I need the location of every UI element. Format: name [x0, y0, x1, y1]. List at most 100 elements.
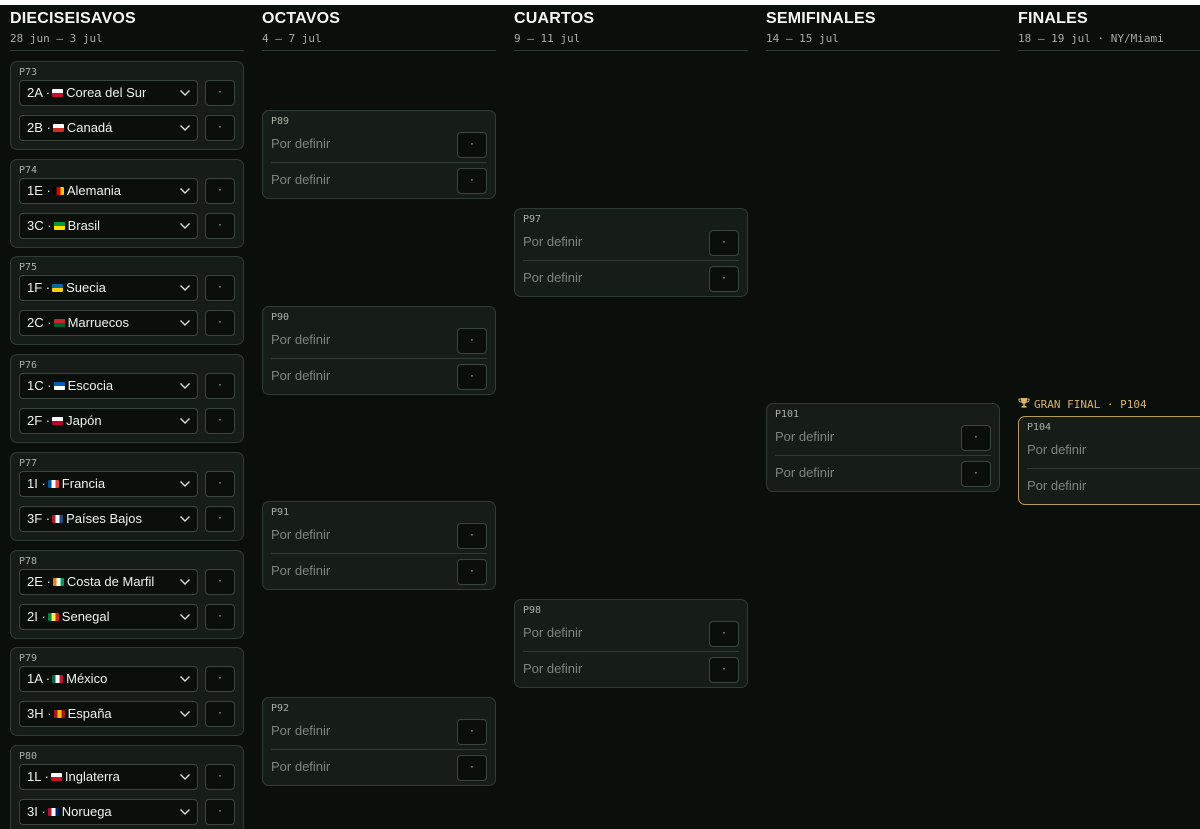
chevron-down-icon	[180, 285, 190, 292]
score-input[interactable]: ·	[205, 115, 235, 141]
score-input[interactable]: ·	[205, 408, 235, 435]
chevron-down-icon	[180, 222, 190, 229]
team-select[interactable]: 2B ·Canadá	[19, 115, 198, 141]
score-input[interactable]: ·	[457, 168, 487, 194]
score-input[interactable]: ·	[205, 568, 235, 595]
team-select[interactable]: 1I ·Francia	[19, 470, 198, 497]
match-id: P73	[19, 67, 38, 78]
score-input[interactable]: ·	[457, 363, 487, 390]
team-slot: Por definir ·	[271, 751, 487, 786]
team-slot: 3H ·España ·	[19, 701, 235, 728]
score-input[interactable]: ·	[709, 657, 739, 683]
match-card: P79 1A · México · 3H ·España ·	[10, 647, 244, 737]
team-slot: Por definir·	[523, 226, 739, 261]
team-select[interactable]: 2E ·Costa de Marfil	[19, 568, 198, 595]
chevron-down-icon	[180, 676, 190, 683]
team-placeholder: Por definir	[271, 758, 331, 774]
team-seed: 3F ·	[27, 510, 51, 526]
team-name: Canadá	[66, 120, 113, 135]
team-select[interactable]: 1C ·Escocia	[19, 373, 198, 400]
team-seed: 2F ·	[27, 413, 51, 429]
team-placeholder: Por definir	[271, 172, 331, 187]
team-placeholder: Por definir	[271, 367, 331, 383]
score-input[interactable]: ·	[205, 177, 235, 204]
chevron-down-icon	[180, 578, 190, 585]
score-input[interactable]: ·	[205, 80, 235, 106]
score-input[interactable]: ·	[205, 470, 235, 497]
team-select[interactable]: 3C ·Brasil	[19, 212, 198, 239]
score-input[interactable]: ·	[205, 373, 235, 400]
score-input[interactable]: ·	[205, 666, 235, 693]
team-slot: 2A · Corea del Sur ·	[19, 80, 235, 106]
team-seed: 3C ·	[27, 217, 52, 233]
match-id: P91	[271, 507, 290, 518]
match-id: P104	[1027, 422, 1052, 433]
team-select[interactable]: 3H ·España	[19, 701, 198, 728]
team-select[interactable]: 1F ·Suecia	[19, 275, 198, 302]
match-id: P92	[271, 702, 290, 714]
team-select[interactable]: 2A · Corea del Sur	[19, 80, 198, 106]
team-select[interactable]: 2C ·Marruecos	[19, 310, 198, 337]
score-input[interactable]: ·	[709, 621, 739, 647]
flag-icon	[52, 417, 64, 426]
team-select[interactable]: 1E ·Alemania	[19, 177, 198, 204]
score-input[interactable]: ·	[205, 603, 235, 630]
chevron-down-icon	[180, 383, 190, 390]
team-seed: 3I ·	[27, 803, 46, 819]
team-name: Suecia	[66, 280, 106, 296]
team-seed: 2C ·	[27, 315, 52, 331]
team-placeholder: Por definir	[1027, 442, 1087, 457]
team-slot: 2I ·Senegal ·	[19, 603, 235, 630]
round-title: SEMIFINALES	[766, 10, 876, 27]
team-slot: Por definir·	[271, 555, 487, 590]
score-input[interactable]: ·	[205, 701, 235, 728]
score-input[interactable]: ·	[457, 523, 487, 549]
score-input[interactable]: ·	[205, 275, 235, 302]
team-seed: 1L ·	[27, 768, 49, 784]
score-input[interactable]: ·	[205, 505, 235, 532]
team-slot: Por definir·	[271, 519, 487, 554]
team-select[interactable]: 2F ·Japón	[19, 408, 198, 435]
score-input[interactable]: ·	[457, 132, 487, 158]
score-input[interactable]: ·	[961, 461, 991, 487]
score-input[interactable]: ·	[205, 310, 235, 337]
team-slot: Por definir·	[775, 421, 991, 456]
team-slot: Por definir	[1027, 470, 1200, 505]
score-input[interactable]: ·	[457, 327, 487, 354]
team-select[interactable]: 3F ·Países Bajos	[19, 505, 198, 532]
round-dates: 28 jun — 3 jul	[10, 32, 103, 45]
team-select[interactable]: 2I ·Senegal	[19, 603, 198, 630]
flag-icon	[47, 479, 59, 488]
score-input[interactable]: ·	[205, 212, 235, 239]
score-input[interactable]: ·	[709, 266, 739, 292]
team-seed: 1A ·	[27, 671, 51, 687]
score-input[interactable]: ·	[457, 754, 487, 781]
team-select[interactable]: 3I ·Noruega	[19, 798, 198, 825]
score-input[interactable]: ·	[457, 559, 487, 585]
flag-icon	[52, 577, 64, 586]
score-input[interactable]: ·	[961, 425, 991, 451]
team-name: Corea del Sur	[66, 85, 147, 100]
score-input[interactable]: ·	[205, 798, 235, 825]
score-input[interactable]: ·	[457, 718, 487, 745]
match-id: P98	[523, 605, 542, 616]
chevron-down-icon	[180, 480, 190, 487]
match-id: P79	[19, 653, 38, 665]
team-seed: 2I ·	[27, 608, 46, 624]
team-select[interactable]: 1L ·Inglaterra	[19, 763, 198, 790]
team-seed: 2A ·	[27, 85, 51, 100]
team-placeholder: Por definir	[523, 661, 583, 676]
team-name: México	[66, 671, 108, 687]
grand-final-text: GRAN FINAL · P104	[1034, 398, 1147, 411]
score-input[interactable]: ·	[709, 230, 739, 256]
flag-icon	[53, 382, 65, 391]
score-input[interactable]: ·	[205, 763, 235, 790]
team-select[interactable]: 1A · México	[19, 666, 198, 693]
team-seed: 1C ·	[27, 378, 52, 394]
match-id: P101	[775, 409, 800, 420]
